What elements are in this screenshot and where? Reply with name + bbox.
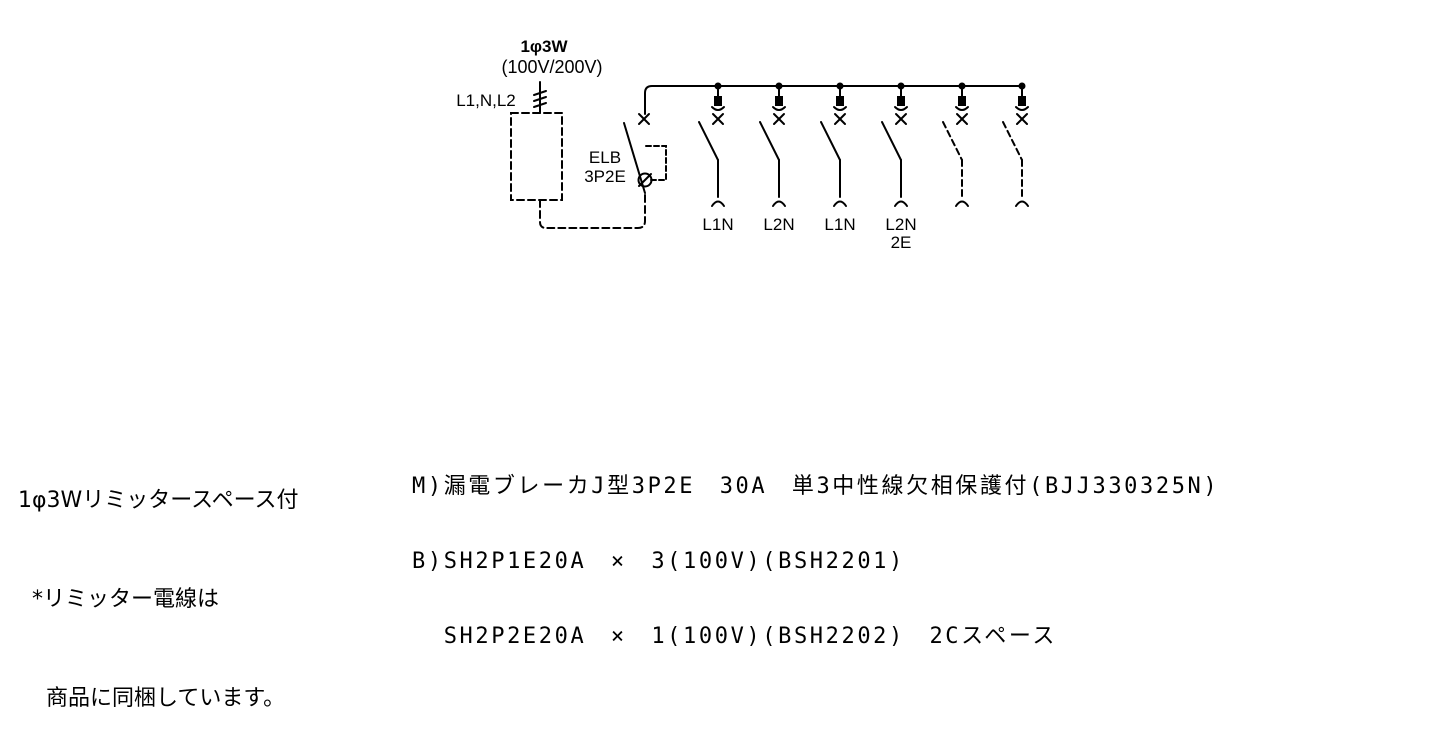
note-line-2: *リミッター電線は xyxy=(18,587,219,612)
single-line-diagram: 1φ3W (100V/200V) L1,N,L2 ELB 3P2E L1N L2N… xyxy=(456,37,1029,252)
branch-plug-in-icon xyxy=(775,96,783,106)
branch-label: L2N xyxy=(763,215,794,234)
branch-switch-blade xyxy=(698,121,719,161)
branch-load-terminal xyxy=(1015,200,1029,207)
branch-terminal-arc xyxy=(1015,106,1029,111)
conductor-tick-1 xyxy=(533,90,547,96)
branch-x-mark xyxy=(895,113,907,125)
branch-terminal-arc xyxy=(772,106,786,111)
branch-switch-blade xyxy=(820,121,841,161)
elb-label: ELB xyxy=(589,148,621,167)
supply-system-text: 1φ3W xyxy=(520,37,568,56)
branch-load-terminal xyxy=(772,200,786,207)
elb-top-lead xyxy=(644,85,1023,115)
branch-plug-in-icon xyxy=(714,96,722,106)
branch-x-mark xyxy=(773,113,785,125)
elb-x-2 xyxy=(638,113,650,125)
note-line-3: 商品に同梱しています。 xyxy=(18,686,286,711)
branch-x-mark xyxy=(1016,113,1028,125)
branch-plug-in-icon xyxy=(958,96,966,106)
branch-load-terminal xyxy=(833,200,847,207)
elb-trip-dashed xyxy=(642,145,667,181)
elb-blade xyxy=(623,122,646,194)
limiter-to-elb-dashed xyxy=(539,192,646,229)
branch-sub-label: 2E xyxy=(891,233,912,252)
spec-line-main: M)漏電ブレーカJ型3P2E 30A 単3中性線欠相保護付(BJJ330325N… xyxy=(412,474,1220,499)
limiter-space-box xyxy=(510,112,563,201)
branch-x-mark xyxy=(712,113,724,125)
branch-switch-blade xyxy=(1002,121,1023,161)
conductor-tick-2 xyxy=(533,96,547,102)
elb-poles: 3P2E xyxy=(584,167,626,186)
note-line-1: 1φ3Wリミッタースペース付 xyxy=(18,488,299,513)
supply-voltage-text: (100V/200V) xyxy=(501,57,602,77)
branch-x-mark xyxy=(956,113,968,125)
branch-load-terminal xyxy=(711,200,725,207)
branch-terminal-arc xyxy=(955,106,969,111)
supply-conductors-text: L1,N,L2 xyxy=(456,91,516,110)
branch-plug-in-icon xyxy=(836,96,844,106)
branch-terminal-arc xyxy=(833,106,847,111)
limiter-note: 1φ3Wリミッタースペース付 *リミッター電線は 商品に同梱しています。 xyxy=(18,418,299,748)
branch-switch-blade xyxy=(942,121,963,161)
branch-switch-blade xyxy=(881,121,902,161)
branch-label: L1N xyxy=(702,215,733,234)
branch-label: L1N xyxy=(824,215,855,234)
elb-leak-detector-slash xyxy=(638,173,652,187)
branch-terminal-arc xyxy=(711,106,725,111)
breaker-spec-list: M)漏電ブレーカJ型3P2E 30A 単3中性線欠相保護付(BJJ330325N… xyxy=(412,424,1219,674)
branch-load-terminal xyxy=(894,200,908,207)
branch-plug-in-icon xyxy=(897,96,905,106)
branch-terminal-arc xyxy=(894,106,908,111)
branch-plug-in-icon xyxy=(1018,96,1026,106)
spec-line-branch-2: SH2P2E20A × 1(100V)(BSH2202) 2Cスペース xyxy=(412,624,1057,649)
branch-x-mark xyxy=(834,113,846,125)
conductor-tick-3 xyxy=(533,102,547,108)
branch-load-terminal xyxy=(955,200,969,207)
branch-switch-blade xyxy=(759,121,780,161)
branch-label: L2N xyxy=(885,215,916,234)
